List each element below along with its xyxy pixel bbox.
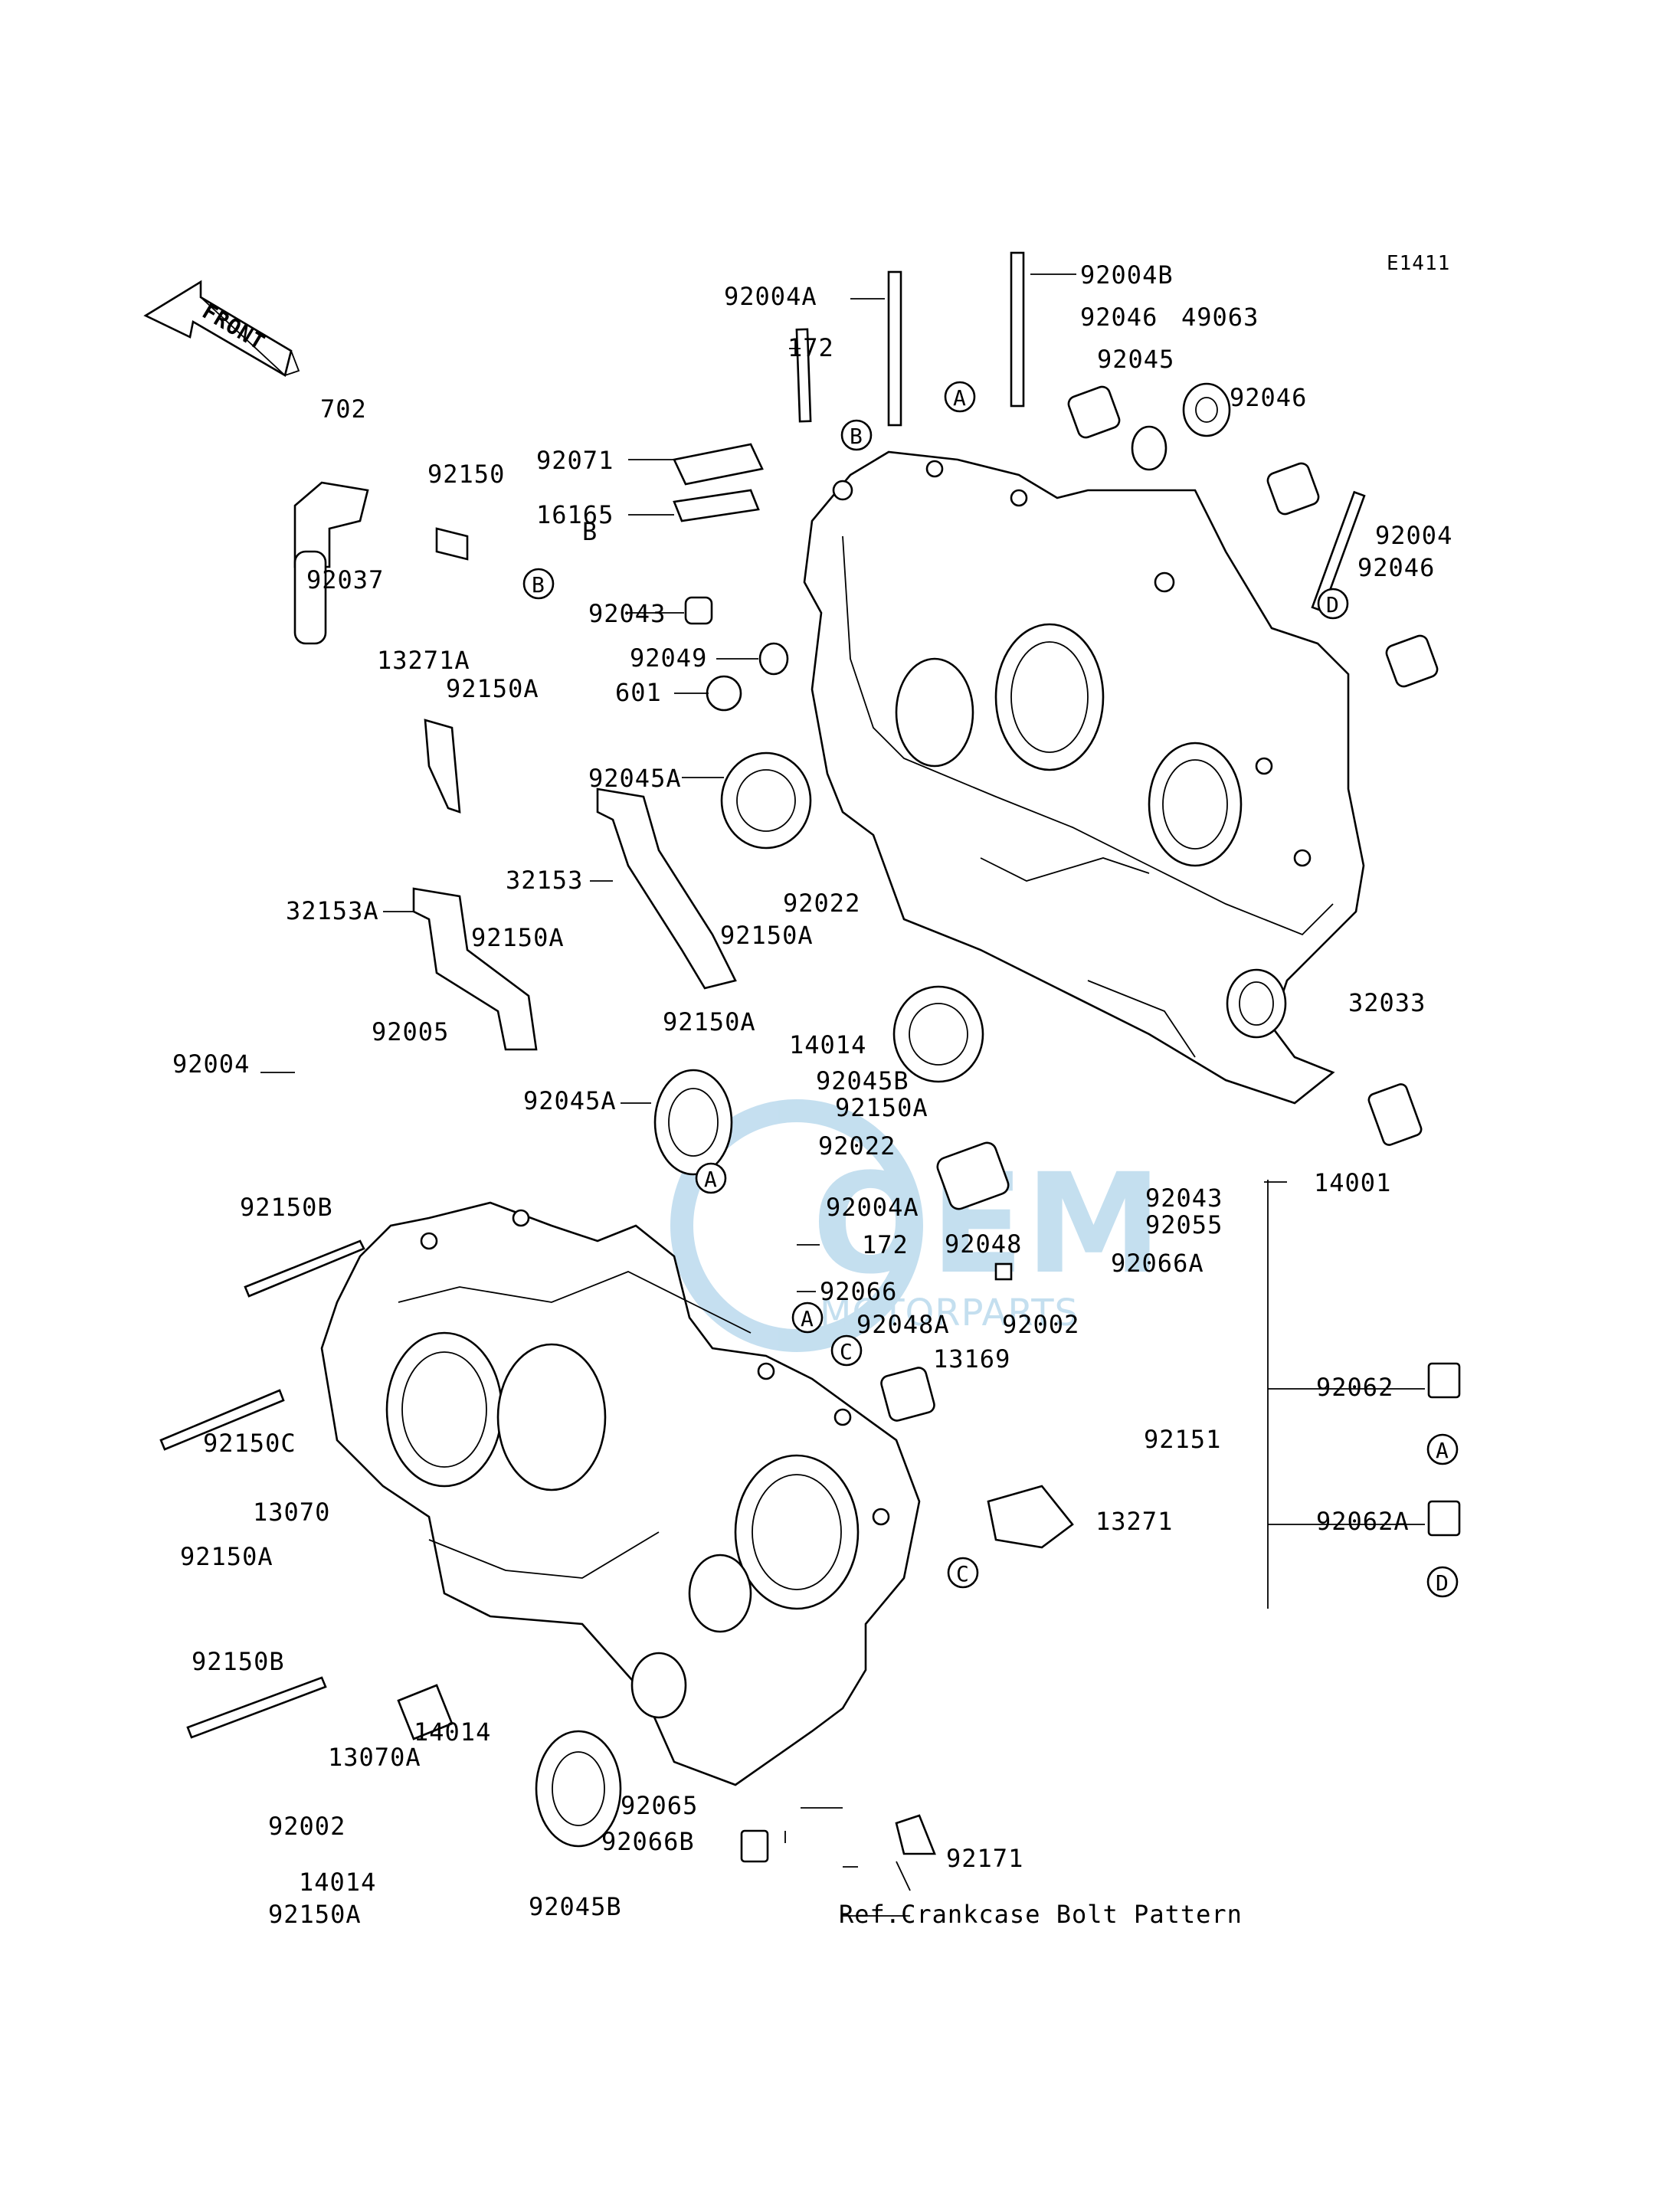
- label-32033: 32033: [1348, 988, 1426, 1017]
- svg-text:C: C: [956, 1561, 970, 1586]
- label-92045: 92045: [1097, 345, 1174, 374]
- label-92150: 92150: [427, 460, 505, 489]
- svg-text:A: A: [704, 1167, 718, 1192]
- label-92150A: 92150A: [268, 1900, 362, 1929]
- svg-text:A: A: [801, 1306, 814, 1331]
- label-92004A: 92004A: [826, 1193, 919, 1222]
- label-92045B: 92045B: [816, 1066, 909, 1095]
- label-92004: 92004: [1375, 521, 1452, 550]
- svg-text:D: D: [1436, 1570, 1449, 1596]
- label-172: 172: [862, 1230, 909, 1259]
- label-92071: 92071: [536, 446, 614, 475]
- label-14014: 14014: [299, 1868, 376, 1897]
- label-13271A: 13271A: [377, 646, 470, 675]
- label-92048A: 92048A: [856, 1310, 950, 1339]
- label-92055: 92055: [1145, 1210, 1223, 1239]
- label-92046: 92046: [1080, 303, 1158, 332]
- crankcase-left-half: [320, 1201, 921, 1786]
- label-92066B: 92066B: [601, 1827, 695, 1856]
- svg-text:B: B: [850, 424, 863, 449]
- label-92150B: 92150B: [240, 1193, 333, 1222]
- marker-C: C C: [830, 1334, 979, 1589]
- label-92037: 92037: [306, 565, 384, 594]
- label-92150A: 92150A: [471, 923, 565, 952]
- label-92150A: 92150A: [835, 1093, 928, 1122]
- small-parts: [159, 251, 1461, 1863]
- label-49063: 49063: [1181, 303, 1259, 332]
- label-92150A: 92150A: [663, 1007, 756, 1036]
- label-92062A: 92062A: [1316, 1507, 1410, 1536]
- label-92005: 92005: [372, 1017, 449, 1046]
- label-92066A: 92066A: [1111, 1249, 1204, 1278]
- circle-markers: A A A A B B C C D D: [522, 381, 1459, 1598]
- label-B: B: [582, 517, 598, 546]
- label-92043: 92043: [588, 599, 666, 628]
- label-16165: 16165: [536, 500, 614, 529]
- label-92066: 92066: [820, 1277, 897, 1306]
- label-92150C: 92150C: [203, 1429, 296, 1458]
- label-601: 601: [615, 678, 662, 707]
- label-13169: 13169: [933, 1344, 1010, 1374]
- label-92022: 92022: [783, 889, 860, 918]
- marker-D: D D: [1317, 588, 1459, 1598]
- label-13271: 13271: [1095, 1507, 1173, 1536]
- svg-text:B: B: [532, 572, 545, 598]
- label-92045A: 92045A: [523, 1086, 617, 1115]
- label-172: 172: [788, 333, 834, 362]
- label-92045A: 92045A: [588, 764, 682, 793]
- label-92043: 92043: [1145, 1184, 1223, 1213]
- marker-B: B B: [522, 419, 873, 600]
- label-92048: 92048: [945, 1229, 1022, 1259]
- label-92004A: 92004A: [724, 282, 817, 311]
- label-13070: 13070: [253, 1498, 330, 1527]
- watermark-sub: MOTORPARTS: [820, 1292, 1079, 1334]
- label-92045B: 92045B: [529, 1892, 622, 1921]
- label-32153: 32153: [506, 866, 583, 895]
- label-92004B: 92004B: [1080, 260, 1174, 290]
- svg-text:D: D: [1326, 592, 1340, 617]
- diagram-id: E1411: [1387, 252, 1450, 275]
- label-14014: 14014: [414, 1717, 491, 1747]
- label-92046: 92046: [1357, 553, 1435, 582]
- label-92002: 92002: [1002, 1310, 1079, 1339]
- crankcase-right-half: [803, 450, 1365, 1105]
- label-32153A: 32153A: [286, 896, 379, 925]
- svg-text:C: C: [840, 1339, 853, 1364]
- label-92065: 92065: [621, 1791, 698, 1820]
- footer-note: Ref.Crankcase Bolt Pattern: [839, 1900, 1243, 1929]
- label-92151: 92151: [1144, 1425, 1221, 1454]
- label-92150B: 92150B: [192, 1647, 285, 1676]
- marker-A: A A A A: [695, 381, 1459, 1465]
- label-92171: 92171: [946, 1844, 1023, 1873]
- label-92046: 92046: [1230, 383, 1307, 412]
- label-92004: 92004: [172, 1049, 250, 1079]
- label-92022: 92022: [818, 1131, 896, 1161]
- label-92150A: 92150A: [180, 1542, 273, 1571]
- leader-lines: [260, 273, 1425, 1917]
- label-92002: 92002: [268, 1812, 345, 1841]
- front-arrow-icon: FRONT: [143, 280, 300, 377]
- label-14001: 14001: [1314, 1168, 1391, 1197]
- label-13070A: 13070A: [328, 1743, 421, 1772]
- label-92150A: 92150A: [720, 921, 814, 950]
- part-labels: 92004A 92004B 172 92046 92045 49063 9204…: [172, 260, 1452, 1929]
- label-92150A: 92150A: [446, 674, 539, 703]
- label-92062: 92062: [1316, 1373, 1393, 1402]
- label-14014: 14014: [789, 1030, 866, 1059]
- watermark-logo: OEM MOTORPARTS: [670, 1099, 1162, 1352]
- label-702: 702: [320, 395, 367, 424]
- svg-text:A: A: [953, 385, 967, 411]
- label-92049: 92049: [630, 643, 707, 673]
- svg-text:A: A: [1436, 1438, 1449, 1463]
